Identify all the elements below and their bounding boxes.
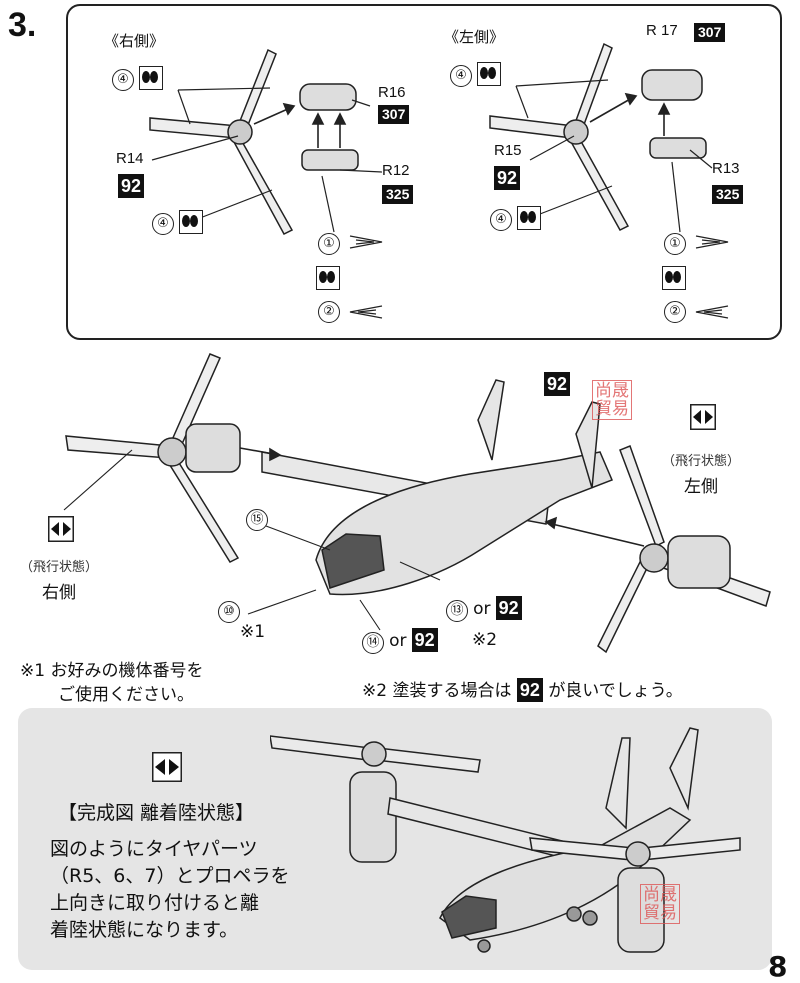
panel-description: 図のようにタイヤパーツ （R5、6、7）とプロペラを 上向きに取り付けると離 着… xyxy=(50,836,289,944)
right-flight-state: （飛行状態） xyxy=(20,560,99,575)
top-rotor-illustrations xyxy=(149,42,729,319)
left-side-name: 左側 xyxy=(684,477,718,497)
r15-label: R15 xyxy=(494,142,522,159)
r14-code-wrap: 92 xyxy=(118,174,145,198)
part15-callout: ⑮ xyxy=(246,508,268,531)
stamp-line: 貿易 xyxy=(595,399,629,419)
flip-arrow-symbol-icon xyxy=(152,752,182,782)
right-step4-bottom: ④ xyxy=(152,210,204,235)
or-text: or xyxy=(389,631,407,651)
left-flight-state: （飛行状態） xyxy=(662,454,741,469)
left-step4-bottom: ④ xyxy=(490,206,542,231)
r15-code: 92 xyxy=(494,166,521,190)
panel-line: 着陸状態になります。 xyxy=(50,919,239,941)
panel-line: （R5、6、7）とプロペラを xyxy=(50,865,290,887)
r12-label: R12 xyxy=(382,162,410,179)
r16-code: 307 xyxy=(378,105,410,124)
r17-label: R 17 xyxy=(646,22,678,39)
paint-symbol-icon xyxy=(179,210,204,234)
page-number: 8 xyxy=(768,950,788,983)
r16-label: R16 xyxy=(378,84,406,101)
r15-code-wrap: 92 xyxy=(494,166,521,190)
stamp-line: 尚晟 xyxy=(595,381,629,401)
stamp-line: 貿易 xyxy=(643,903,677,923)
note1-line2: ご使用ください。 xyxy=(58,685,194,705)
note2-post: が良いでしょう。 xyxy=(548,681,683,701)
watermark-stamp: 尚晟 貿易 xyxy=(640,884,680,924)
paint-symbol-icon xyxy=(477,62,502,86)
r14-label: R14 xyxy=(116,150,144,167)
paint-symbol-icon xyxy=(517,206,542,230)
r12-code-wrap: 325 xyxy=(382,184,414,204)
paint-symbol-icon xyxy=(316,266,340,290)
right-step1: ① xyxy=(318,232,340,255)
step-circle: ⑮ xyxy=(246,509,268,531)
right-step2: ② xyxy=(318,300,340,323)
step-circle: ⑭ xyxy=(362,632,384,654)
part13-code: 92 xyxy=(495,596,522,620)
left-flight-symbol-wrap xyxy=(690,404,716,434)
step-circle: ② xyxy=(318,301,340,323)
right-step2-symbol-wrap xyxy=(316,266,340,290)
right-step4-top: ④ xyxy=(112,66,164,91)
part13-callout: ⑬ or 92 xyxy=(446,596,522,622)
part14-code: 92 xyxy=(411,628,438,652)
stamp-line: 尚晟 xyxy=(643,885,677,905)
left-step2: ② xyxy=(664,300,686,323)
step-circle: ④ xyxy=(152,212,174,235)
r13-label: R13 xyxy=(712,160,740,177)
panel-title: 【完成図 離着陸状態】 xyxy=(58,802,255,824)
flip-arrow-symbol-icon xyxy=(690,404,716,430)
r13-code: 325 xyxy=(712,185,744,204)
tail-code: 92 xyxy=(544,372,571,396)
note2-code: 92 xyxy=(516,678,543,702)
top-instruction-box xyxy=(66,4,782,340)
note1-line1: ※1 お好みの機体番号を xyxy=(20,661,204,681)
right-flight-symbol-wrap xyxy=(48,516,74,546)
left-step4-top: ④ xyxy=(450,62,502,87)
r17-code-wrap: 307 xyxy=(694,22,726,42)
right-side-name: 右側 xyxy=(42,583,76,603)
step-number: 3. xyxy=(8,6,37,44)
or-text: or xyxy=(473,599,491,619)
landing-state-aircraft-illustration xyxy=(270,727,741,953)
r17-code: 307 xyxy=(694,23,726,42)
watermark-stamp: 尚晟 貿易 xyxy=(592,380,632,420)
paint-symbol-icon xyxy=(139,66,164,90)
left-step2-symbol-wrap xyxy=(662,266,686,290)
r16-code-wrap: 307 xyxy=(378,104,410,124)
left-side-title: 《左側》 xyxy=(444,28,505,46)
step-circle: ④ xyxy=(490,208,512,231)
right-side-title: 《右側》 xyxy=(104,32,165,50)
paint-symbol-icon xyxy=(662,266,686,290)
tail-code-wrap: 92 xyxy=(544,372,571,396)
flip-arrow-symbol-icon xyxy=(48,516,74,542)
note1-mark: ※1 xyxy=(240,622,266,642)
panel-line: 図のようにタイヤパーツ xyxy=(50,838,258,860)
note2-line: ※2 塗装する場合は 92 が良いでしょう。 xyxy=(362,676,683,702)
part10-callout: ⑩ xyxy=(218,600,240,623)
aircraft-assembly-illustration xyxy=(63,353,771,654)
step-circle: ① xyxy=(664,233,686,255)
note2-pre: ※2 塗装する場合は xyxy=(362,681,512,701)
note2-mark: ※2 xyxy=(472,630,498,650)
step-circle: ④ xyxy=(112,68,134,91)
r14-code: 92 xyxy=(118,174,145,198)
step-circle: ⑩ xyxy=(218,601,240,623)
r12-code: 325 xyxy=(382,185,414,204)
panel-line: 上向きに取り付けると離 xyxy=(50,892,260,914)
r13-code-wrap: 325 xyxy=(712,184,744,204)
step-circle: ① xyxy=(318,233,340,255)
part14-callout: ⑭ or 92 xyxy=(362,628,438,654)
step-circle: ④ xyxy=(450,64,472,87)
step-circle: ② xyxy=(664,301,686,323)
step-circle: ⑬ xyxy=(446,600,468,622)
panel-symbol-wrap xyxy=(152,752,182,786)
left-step1: ① xyxy=(664,232,686,255)
